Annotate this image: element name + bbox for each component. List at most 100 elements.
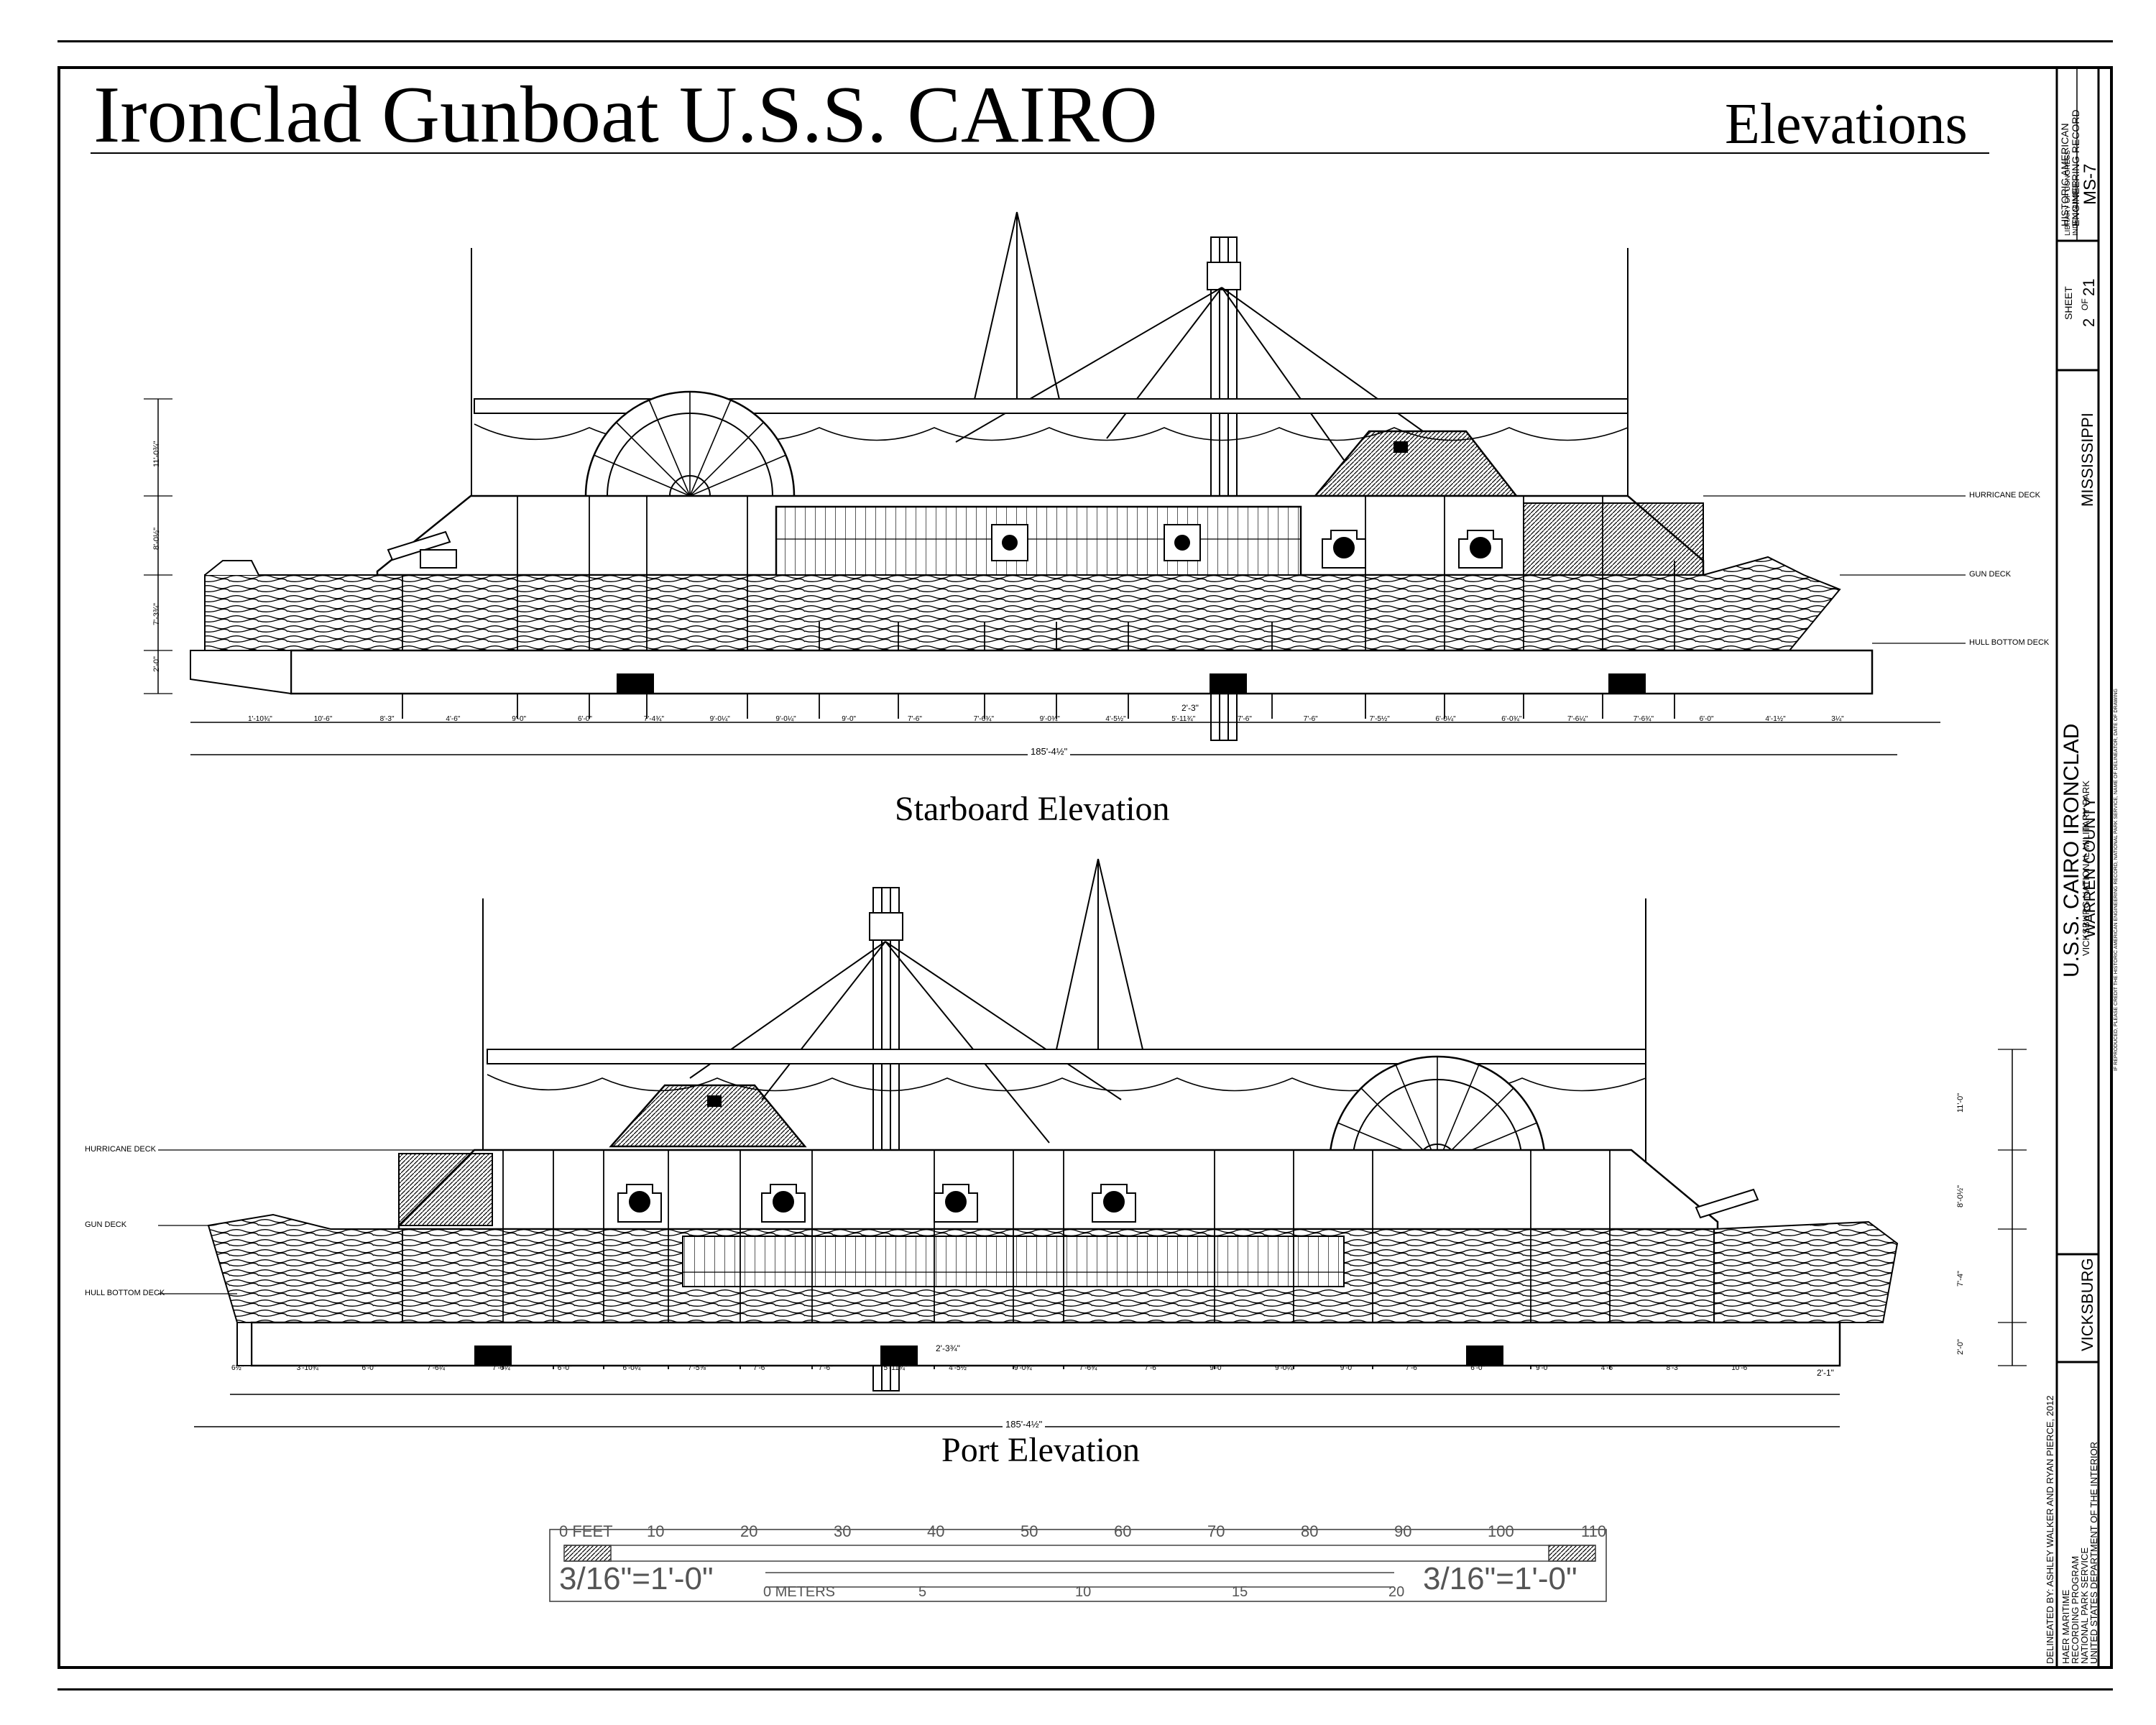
bay-dimension: 4'-5½" (949, 1364, 969, 1372)
height-dimension: 11'-0" (1956, 1092, 1965, 1113)
bay-dimension: 7'-5½" (1369, 715, 1390, 723)
bay-dimension: 8'-3" (1666, 1364, 1681, 1372)
scale-ratio-right: 3/16"=1'-0" (1423, 1561, 1577, 1596)
title-block-lines (2055, 66, 2100, 1669)
scale-feet-tick: 30 (834, 1522, 852, 1540)
starboard-overall-dim: 185'-4½" (1028, 746, 1071, 757)
bay-dimension: 9'-0" (1340, 1364, 1355, 1372)
tb-delineated: DELINEATED BY: ASHLEY WALKER AND RYAN PI… (2045, 1395, 2055, 1664)
bay-dimension: 9'-0¼" (775, 715, 796, 723)
bay-dimension: 4'-6" (446, 715, 461, 723)
bay-dimension: 7'-6¾" (973, 715, 995, 723)
drawing-subtitle: Elevations (1725, 93, 1968, 156)
bay-dimension: 9'-0¾" (1039, 715, 1060, 723)
scale-feet-tick: 60 (1114, 1522, 1132, 1540)
starboard-elevation (144, 211, 1966, 755)
bay-dimension: 7'-5⅝" (688, 1364, 709, 1372)
bay-dimension: 7'-6" (818, 1364, 833, 1372)
port-end-dim: 2'-1" (1817, 1368, 1834, 1378)
tb-city: VICKSBURG (2078, 1258, 2096, 1351)
bay-dimension: 4'-1½" (1765, 715, 1786, 723)
bay-dimension: 10'-6" (1731, 1364, 1750, 1372)
bay-dimension: 7'-6¾" (1079, 1364, 1100, 1372)
scale-feet-tick: 50 (1021, 1522, 1038, 1540)
scale-ratio-left: 3/16"=1'-0" (559, 1561, 714, 1596)
bay-dimension: 6'-0" (578, 715, 592, 723)
deck-label: GUN DECK (1969, 570, 2012, 579)
height-dimension: 7'-4" (1956, 1271, 1965, 1287)
bay-dimension: 5'-11¾" (1171, 715, 1196, 723)
tb-sheet-label: SHEET (2063, 286, 2074, 320)
port-small-dim: 2'-3¾" (936, 1343, 960, 1353)
bay-dimension: 9'-0" (512, 715, 527, 723)
bay-dimension: 7'-6¼" (492, 1364, 513, 1372)
tb-repro-note: IF REPRODUCED, PLEASE CREDIT THE HISTORI… (2114, 689, 2119, 1071)
scale-meter-tick: 10 (1075, 1584, 1092, 1600)
bay-dimension: 10'-6" (313, 715, 333, 723)
tb-agency: HAER MARITIME RECORDING PROGRAM NATIONAL… (2060, 1441, 2099, 1664)
bay-dimension: 6'-0¾" (1501, 715, 1522, 723)
bay-dimension: 7'-6" (1144, 1364, 1159, 1372)
starboard-small-dim: 2'-3" (1181, 703, 1199, 713)
scale-feet-tick: 110 (1581, 1522, 1607, 1540)
tb-sheet-total: 21 (2080, 278, 2098, 296)
scale-bar-graphic (549, 1529, 1607, 1602)
bay-dimension: 7'-4¾" (643, 715, 665, 723)
height-dimension: 8'-0½" (152, 527, 161, 550)
scale-feet-tick: 90 (1394, 1522, 1412, 1540)
scale-meters-label: 0 METERS (763, 1584, 836, 1600)
height-dimension: 11'-0¾" (152, 441, 161, 467)
tb-record-number: MS-7 (2081, 163, 2100, 205)
bay-dimension: 5'-11¾" (883, 1364, 908, 1372)
bay-dimension: 7'-6¼" (427, 1364, 448, 1372)
deck-label: HULL BOTTOM DECK (85, 1289, 165, 1297)
bay-dimension: 4'-6" (1600, 1364, 1616, 1372)
bay-dimension: 7'-6" (1303, 715, 1318, 723)
port-overall-dim: 185'-4½" (1003, 1419, 1046, 1430)
height-dimension: 2'-0" (152, 656, 161, 672)
scale-meter-tick: 15 (1232, 1584, 1248, 1600)
bay-dimension: 6'-0" (1699, 715, 1714, 723)
bay-dimension: 6'-0" (361, 1364, 377, 1372)
bay-dimension: 6'-0" (557, 1364, 572, 1372)
scale-meter-tick: 20 (1388, 1584, 1405, 1600)
port-elevation (158, 858, 2027, 1427)
bay-dimension: 6'-0¼" (1435, 715, 1456, 723)
bay-dimension: 7'-6" (753, 1364, 768, 1372)
scale-feet-tick: 70 (1207, 1522, 1225, 1540)
bay-dimension: 6'-0" (1470, 1364, 1485, 1372)
height-dimension: 7'-3¾" (152, 602, 161, 625)
bay-dimension: 9'-0¾" (1014, 1364, 1035, 1372)
deck-label: HULL BOTTOM DECK (1969, 638, 2050, 647)
bay-dimension: 6½" (231, 1364, 244, 1372)
bay-dimension: 7'-6" (908, 715, 922, 723)
bay-dimension: 9'-0¼" (709, 715, 730, 723)
bay-dimension: 7'-6" (1405, 1364, 1420, 1372)
drawing-title: Ironclad Gunboat U.S.S. CAIRO (93, 70, 1158, 160)
scale-meter-tick: 5 (918, 1584, 927, 1600)
bay-dimension: 7'-6¼" (1567, 715, 1588, 723)
bay-dimension: 9'-0¼" (1275, 1364, 1296, 1372)
tb-sheet-number: 2 (2080, 318, 2098, 327)
sheet-outer-border (57, 40, 2113, 1690)
bay-dimension: 7'-6" (1238, 715, 1252, 723)
bay-dimension: 4'-5½" (1105, 715, 1126, 723)
bay-dimension: 3¼" (1831, 715, 1844, 723)
sheet-inner-border (57, 66, 2113, 1669)
scale-feet-tick: 10 (647, 1522, 665, 1540)
height-dimension: 2'-0" (1956, 1339, 1965, 1355)
bay-dimension: 6'-0¼" (622, 1364, 643, 1372)
bay-dimension: 9'-0" (1210, 1364, 1225, 1372)
port-caption: Port Elevation (941, 1431, 1140, 1469)
starboard-caption: Starboard Elevation (895, 790, 1170, 828)
tb-county: WARREN COUNTY (2081, 797, 2099, 938)
bay-dimension: 1'-10¾" (248, 715, 272, 723)
deck-label: GUN DECK (85, 1220, 127, 1229)
height-dimension: 8'-0½" (1956, 1184, 1965, 1208)
bay-dimension: 7'-6¾" (1633, 715, 1654, 723)
scale-feet-tick: 80 (1301, 1522, 1319, 1540)
scale-feet-tick: 20 (740, 1522, 758, 1540)
scale-feet-label: 0 FEET (559, 1522, 613, 1540)
tb-sheet-of: OF (2080, 298, 2090, 310)
